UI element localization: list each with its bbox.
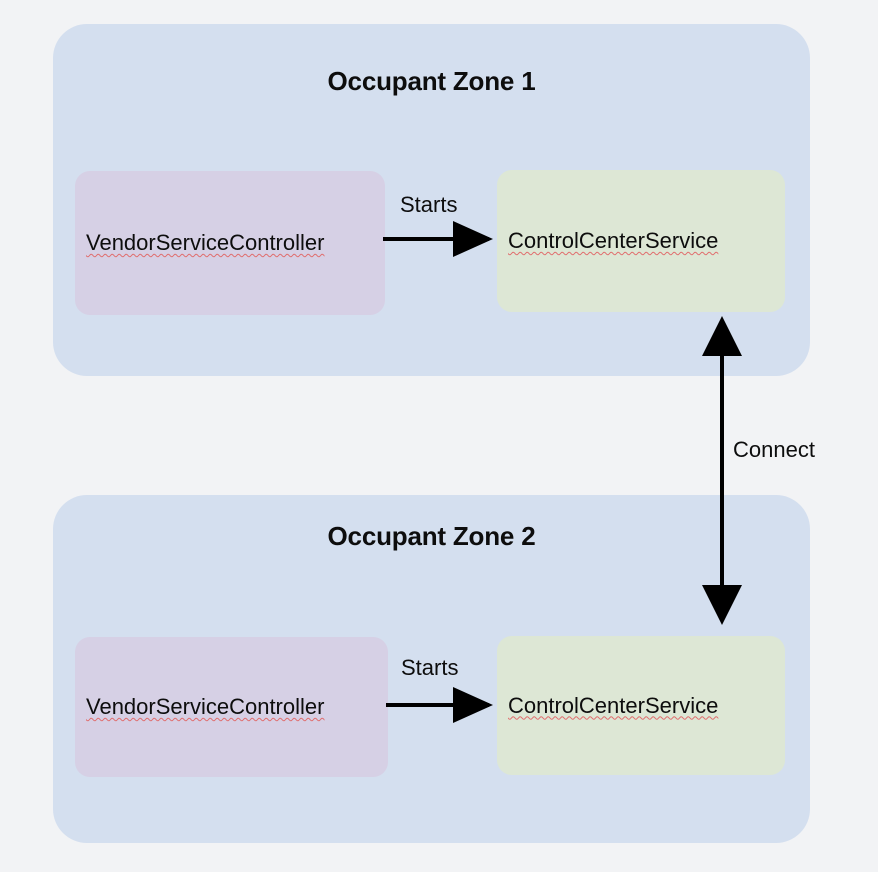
- edge-label-starts-zone-2: Starts: [401, 655, 459, 680]
- node-vendor-service-controller-zone-1[interactable]: VendorServiceController: [75, 171, 385, 315]
- node-label: ControlCenterService: [508, 692, 719, 718]
- edge-label-connect: Connect: [733, 437, 815, 462]
- node-label: VendorServiceController: [86, 230, 325, 255]
- node-control-center-service-zone-1[interactable]: ControlCenterService: [497, 170, 785, 312]
- node-label: ControlCenterService: [508, 228, 719, 253]
- zone-title: Occupant Zone 1: [327, 66, 536, 96]
- arrow-connect-bidirectional-icon: [702, 316, 742, 625]
- edge-label-starts-zone-1: Starts: [400, 192, 458, 217]
- arrow-starts-zone-1-icon: [383, 221, 493, 257]
- node-control-center-service-zone-2[interactable]: ControlCenterService: [497, 636, 785, 775]
- node-label: VendorServiceController: [86, 694, 325, 719]
- arrow-starts-zone-2-icon: [386, 687, 493, 723]
- node-vendor-service-controller-zone-2[interactable]: VendorServiceController: [75, 637, 388, 777]
- zone-title: Occupant Zone 2: [327, 521, 536, 551]
